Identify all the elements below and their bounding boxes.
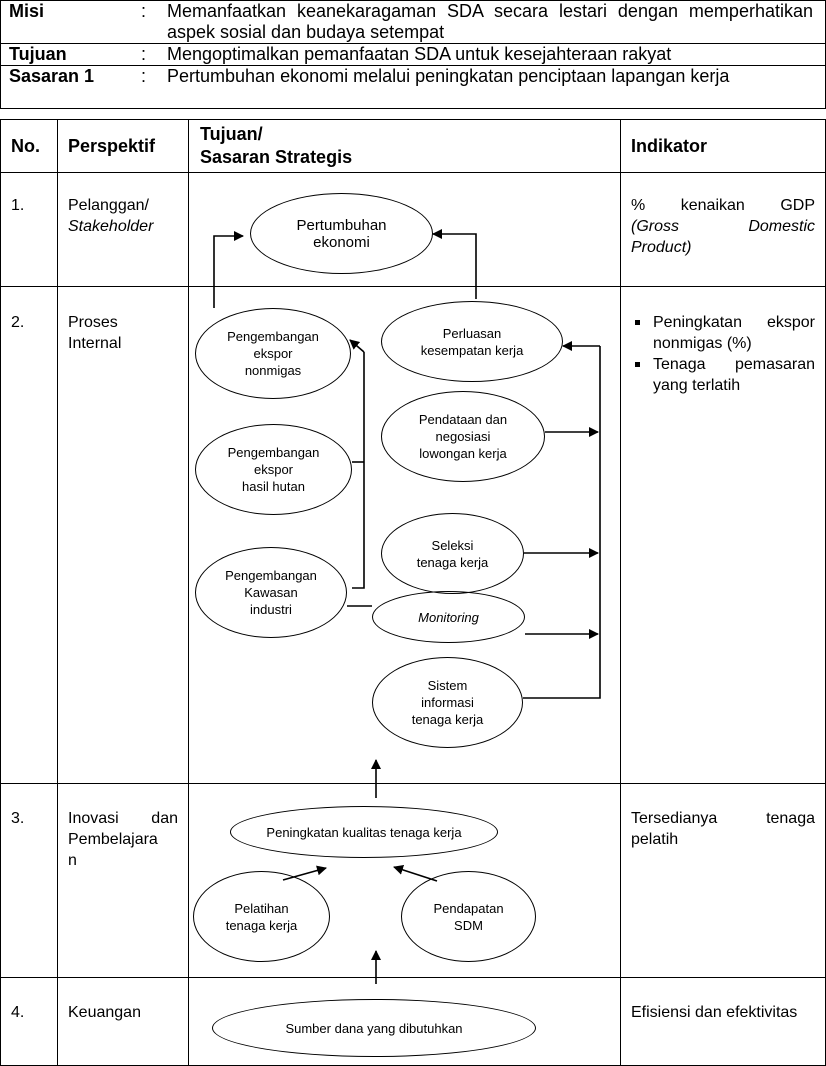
row2-indikator-item: Peningkatan ekspor nonmigas (%)	[631, 312, 815, 354]
sasaran-row: Sasaran 1 : Pertumbuhan ekonomi melalui …	[0, 65, 826, 109]
row1-indikator-1: % kenaikan GDP	[631, 197, 815, 214]
grid-line	[620, 119, 621, 1066]
row1-perspektif-b: Stakeholder	[68, 218, 154, 235]
node-ekspor-hasil-hutan: Pengembangan ekspor hasil hutan	[195, 424, 352, 515]
col-header-perspektif: Perspektif	[68, 136, 156, 156]
tujuan-text: Mengoptimalkan pemanfaatan SDA untuk kes…	[157, 43, 826, 66]
grid-line	[0, 286, 826, 287]
row2-perspektif-b: Internal	[68, 335, 122, 352]
node-pertumbuhan-ekonomi: Pertumbuhan ekonomi	[250, 193, 433, 274]
grid-line	[0, 172, 826, 173]
row4-perspektif: Keuangan	[68, 1004, 141, 1021]
row2-indikator-list: Peningkatan ekspor nonmigas (%) Tenaga p…	[631, 312, 815, 396]
grid-line	[0, 977, 826, 978]
row3-perspektif-a: Inovasi dan Pembelajara	[68, 810, 178, 848]
row1-no: 1.	[11, 197, 25, 214]
node-ekspor-nonmigas: Pengembangan ekspor nonmigas	[195, 308, 351, 399]
node-pendapatan-sdm: Pendapatan SDM	[401, 871, 536, 962]
row3-perspektif-b: n	[68, 852, 77, 869]
grid-line	[0, 119, 826, 120]
node-monitoring: Monitoring	[372, 591, 525, 643]
node-peningkatan-kualitas: Peningkatan kualitas tenaga kerja	[230, 806, 498, 858]
arrow-nonmigas-to-pertumbuhan	[213, 231, 244, 308]
arrow-to-nonmigas	[349, 339, 365, 353]
strategy-map-table: No. Perspektif Tujuan/ Sasaran Strategis…	[0, 119, 826, 1066]
node-pelatihan-tenaga-kerja: Pelatihan tenaga kerja	[193, 871, 330, 962]
col-header-no: No.	[11, 136, 40, 156]
row2-no: 2.	[11, 314, 25, 331]
col-header-indikator: Indikator	[631, 136, 708, 156]
node-kawasan-industri: Pengembangan Kawasan industri	[195, 547, 347, 638]
row1-indikator-2: (Gross Domestic	[631, 218, 815, 235]
node-seleksi-tenaga-kerja: Seleksi tenaga kerja	[381, 513, 524, 594]
row3-indikator: Tersedianya tenaga pelatih	[631, 810, 815, 848]
node-pendataan-lowongan: Pendataan dan negosiasi lowongan kerja	[381, 391, 545, 482]
misi-row: Misi : Memanfaatkan keanekaragaman SDA s…	[0, 0, 826, 44]
connector-pengembangan	[352, 352, 365, 589]
tujuan-row: Tujuan : Mengoptimalkan pemanfaatan SDA …	[0, 43, 826, 66]
col-header-tujuan-2: Sasaran Strategis	[200, 147, 353, 167]
row3-no: 3.	[11, 810, 25, 827]
header-info-table: Misi : Memanfaatkan keanekaragaman SDA s…	[0, 0, 826, 109]
node-perluasan-kesempatan-kerja: Perluasan kesempatan kerja	[381, 301, 563, 382]
arrow-perluasan-to-pertumbuhan	[432, 229, 477, 299]
node-sumber-dana: Sumber dana yang dibutuhkan	[212, 999, 536, 1057]
connector-right-bus	[523, 346, 601, 699]
grid-line	[0, 783, 826, 784]
row1-indikator-3: Product)	[631, 239, 692, 256]
row4-indikator: Efisiensi dan efektivitas	[631, 1004, 798, 1021]
row2-indikator-item: Tenaga pemasaran yang terlatih	[631, 354, 815, 396]
misi-label: Misi	[0, 0, 137, 44]
grid-line	[188, 119, 189, 1066]
sasaran-colon: :	[137, 65, 157, 109]
grid-line	[0, 119, 1, 1066]
row4-no: 4.	[11, 1004, 25, 1021]
sasaran-label: Sasaran 1	[0, 65, 137, 109]
sasaran-text: Pertumbuhan ekonomi melalui peningkatan …	[157, 65, 826, 109]
misi-text: Memanfaatkan keanekaragaman SDA secara l…	[157, 0, 826, 44]
row2-perspektif-a: Proses	[68, 314, 118, 331]
col-header-tujuan-1: Tujuan/	[200, 124, 263, 144]
grid-line	[57, 119, 58, 1066]
node-sistem-informasi: Sistem informasi tenaga kerja	[372, 657, 523, 748]
row1-perspektif-a: Pelanggan/	[68, 197, 149, 214]
